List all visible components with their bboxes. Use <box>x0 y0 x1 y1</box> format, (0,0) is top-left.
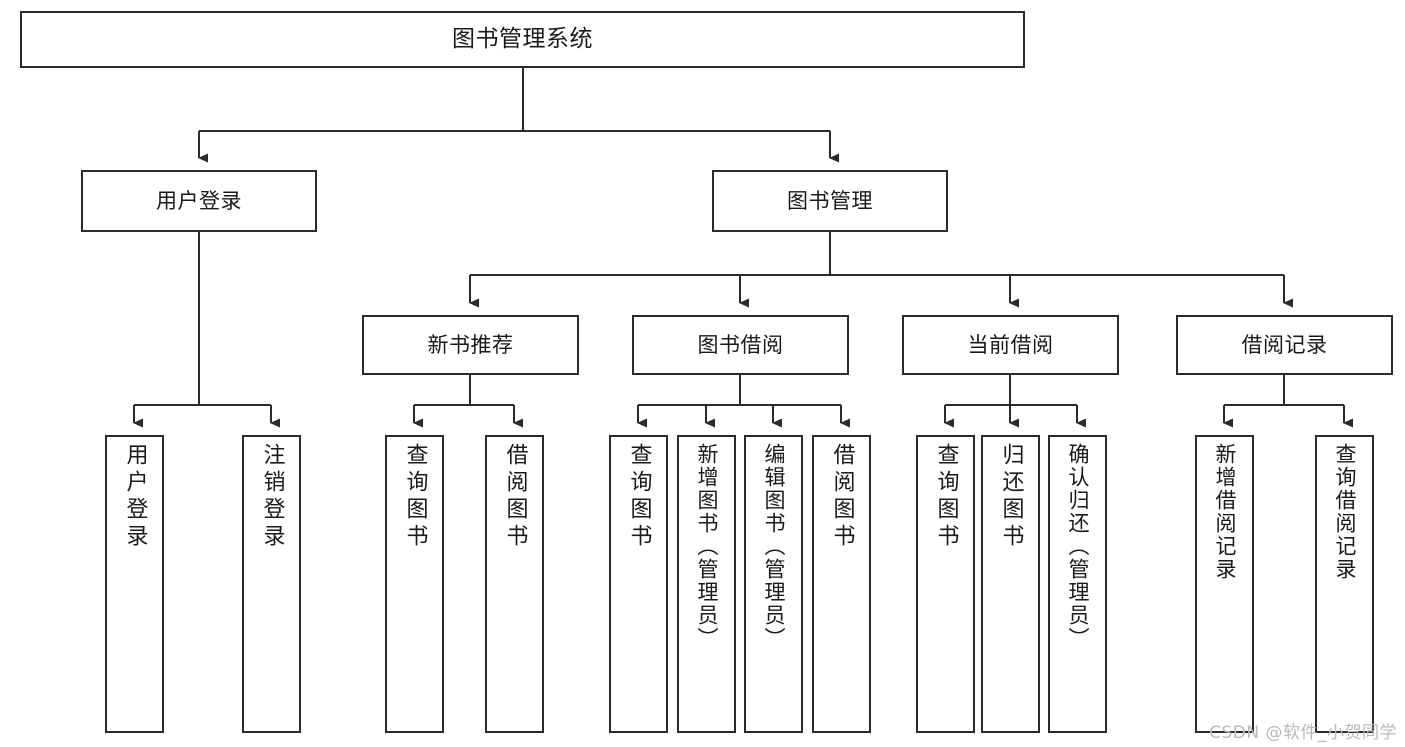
node-root-book-management-system[interactable]: 图书管理系统 <box>20 11 1025 68</box>
node-label: 新书推荐 <box>427 332 514 357</box>
node-user-login[interactable]: 用户登录 <box>81 170 317 232</box>
leaf-borrow-book-borrow[interactable]: 借阅图书 <box>812 435 871 733</box>
leaf-return-book[interactable]: 归还图书 <box>981 435 1040 733</box>
leaf-query-book-new-recommend[interactable]: 查询图书 <box>385 435 444 733</box>
leaf-query-borrow-record[interactable]: 查询借阅记录 <box>1315 435 1374 733</box>
node-label: 查询借阅记录 <box>1333 443 1357 581</box>
leaf-confirm-return-admin[interactable]: 确认归还（管理员） <box>1048 435 1107 733</box>
node-label: 归还图书 <box>998 443 1024 551</box>
leaf-add-borrow-record[interactable]: 新增借阅记录 <box>1195 435 1254 733</box>
node-label: 查询图书 <box>626 443 652 551</box>
leaf-query-book-current[interactable]: 查询图书 <box>916 435 975 733</box>
node-borrow-record[interactable]: 借阅记录 <box>1176 315 1393 375</box>
node-label: 借阅记录 <box>1241 332 1328 357</box>
leaf-user-login[interactable]: 用户登录 <box>105 435 164 733</box>
leaf-query-book-borrow[interactable]: 查询图书 <box>609 435 668 733</box>
node-label: 新增图书（管理员） <box>695 443 719 650</box>
node-label: 注销登录 <box>259 443 285 551</box>
node-label: 借阅图书 <box>829 443 855 551</box>
node-label: 用户登录 <box>122 443 148 551</box>
node-label: 图书借阅 <box>697 332 784 357</box>
node-label: 图书管理系统 <box>452 25 593 52</box>
leaf-edit-book-admin[interactable]: 编辑图书（管理员） <box>744 435 803 733</box>
leaf-logout-login[interactable]: 注销登录 <box>242 435 301 733</box>
node-current-borrow[interactable]: 当前借阅 <box>902 315 1119 375</box>
node-label: 用户登录 <box>156 188 242 213</box>
node-label: 确认归还（管理员） <box>1066 443 1090 650</box>
leaf-add-book-admin[interactable]: 新增图书（管理员） <box>677 435 736 733</box>
node-book-borrow[interactable]: 图书借阅 <box>632 315 849 375</box>
node-label: 图书管理 <box>787 188 873 213</box>
node-label: 新增借阅记录 <box>1213 443 1237 581</box>
node-label: 编辑图书（管理员） <box>762 443 786 650</box>
node-label: 当前借阅 <box>967 332 1054 357</box>
csdn-watermark: CSDN @软件_小贺同学 <box>1209 723 1397 743</box>
node-label: 查询图书 <box>933 443 959 551</box>
leaf-borrow-book-new-recommend[interactable]: 借阅图书 <box>485 435 544 733</box>
node-new-book-recommend[interactable]: 新书推荐 <box>362 315 579 375</box>
node-label: 查询图书 <box>402 443 428 551</box>
node-book-management[interactable]: 图书管理 <box>712 170 948 232</box>
node-label: 借阅图书 <box>502 443 528 551</box>
